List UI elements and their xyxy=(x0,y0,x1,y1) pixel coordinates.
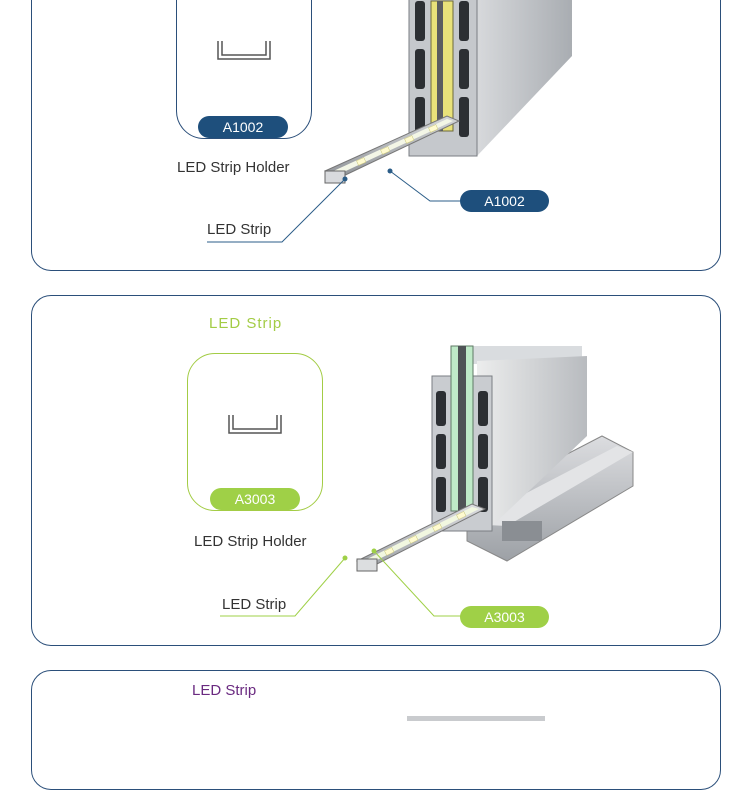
strip-leader-line xyxy=(220,555,348,617)
callout-badge: A1002 xyxy=(460,190,549,212)
holder-leader-line xyxy=(371,548,464,617)
illustration-top-edge xyxy=(407,716,545,721)
strip-leader-line xyxy=(207,176,348,243)
product-panel-a3003: LED Strip A3003 LED Strip Holder LED Str… xyxy=(31,295,721,646)
led-strip-holder-label: LED Strip Holder xyxy=(194,533,307,550)
u-channel-icon xyxy=(217,41,271,60)
u-channel-icon xyxy=(228,415,282,434)
card-badge: A1002 xyxy=(198,116,288,138)
card-badge: A3003 xyxy=(210,488,300,510)
profile-card xyxy=(176,0,312,139)
section-title: LED Strip xyxy=(192,682,257,699)
section-title: LED Strip xyxy=(209,315,283,332)
callout-badge: A3003 xyxy=(460,606,549,628)
led-strip-label: LED Strip xyxy=(222,596,287,613)
holder-leader-line xyxy=(387,168,460,202)
glass-railing-profile-illustration xyxy=(355,345,634,572)
glass-railing-profile-illustration xyxy=(323,0,572,184)
product-panel-a1002: A1002 LED Strip Holder LED Strip xyxy=(31,0,721,271)
profile-card xyxy=(187,353,323,511)
led-strip-label: LED Strip xyxy=(207,221,272,238)
led-strip-holder-label: LED Strip Holder xyxy=(177,159,290,176)
product-panel-3: LED Strip xyxy=(31,670,721,790)
